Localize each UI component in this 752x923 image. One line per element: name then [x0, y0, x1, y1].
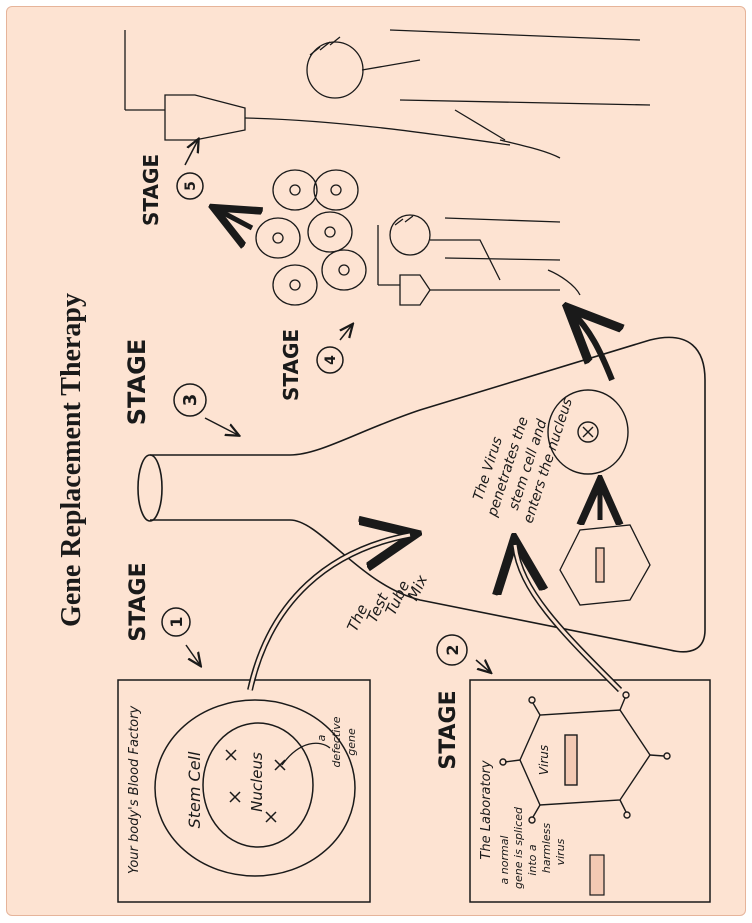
stage-2-number: 2 [443, 644, 462, 655]
test-tube-flask [138, 337, 705, 651]
stage-1-word: STAGE [126, 562, 151, 641]
arrow-cells-to-stage5 [218, 210, 252, 228]
panel2-desc-2: gene is spliced [512, 806, 525, 889]
virus-in-flask [560, 525, 650, 605]
stage-3-number: 3 [180, 394, 201, 407]
panel2-desc-5: virus [554, 838, 567, 865]
virus-drawing [500, 692, 670, 823]
panel2-desc-4: harmless [540, 823, 553, 874]
stage-5-word: STAGE [139, 154, 163, 226]
stage-3-pointer [205, 418, 238, 435]
stage-3-word: STAGE [123, 339, 151, 425]
panel-blood-factory: Your body's Blood Factory Stem Cell Nucl… [118, 680, 370, 902]
defective-gene-label-2: defective [330, 716, 343, 767]
diagram-title: Gene Replacement Therapy [56, 293, 87, 627]
tube-mix-label: The Test Tube Mix [343, 572, 431, 634]
stage-5-number: 5 [183, 181, 199, 191]
stage-3-label: STAGE 3 [123, 339, 238, 435]
panel2-heading: The Laboratory [479, 760, 494, 859]
normal-gene-strand [590, 855, 604, 895]
stage-4-number: 4 [323, 355, 339, 365]
defective-gene-label-3: gene [345, 728, 358, 756]
stage-4-word: STAGE [279, 329, 303, 401]
panel2-desc-1: a normal [498, 836, 511, 885]
tube-mix-4: Mix [404, 572, 431, 603]
panel1-heading: Your body's Blood Factory [127, 706, 142, 875]
stem-cell-label: Stem Cell [185, 751, 204, 828]
panel2-desc-3: into a [526, 844, 539, 876]
stage-5-patient [125, 30, 650, 158]
stage-1-pointer [186, 645, 200, 665]
stage-1-label: STAGE 1 [126, 562, 200, 665]
stage-2-label: STAGE 2 [436, 635, 490, 770]
stage-4-pointer [340, 325, 352, 340]
stage-4-patient [378, 215, 580, 305]
stage-5-label: STAGE 5 [139, 140, 203, 226]
defective-gene-label-1: a [315, 734, 328, 741]
penetrates-caption: The Virus penetrates the stem cell and e… [470, 396, 576, 525]
stage-5-pointer [185, 140, 198, 165]
nucleus-label: Nucleus [248, 752, 266, 812]
virus-label: Virus [537, 745, 551, 775]
stage-4-label: STAGE 4 [279, 325, 352, 401]
stage-1-number: 1 [167, 616, 186, 627]
arrow-flask-to-stage4 [572, 312, 612, 380]
panel-laboratory: The Laboratory a normal gene is spliced … [470, 680, 710, 902]
stage-2-word: STAGE [436, 690, 461, 769]
blood-cell-cluster [256, 170, 366, 305]
stage-2-pointer [476, 660, 490, 672]
